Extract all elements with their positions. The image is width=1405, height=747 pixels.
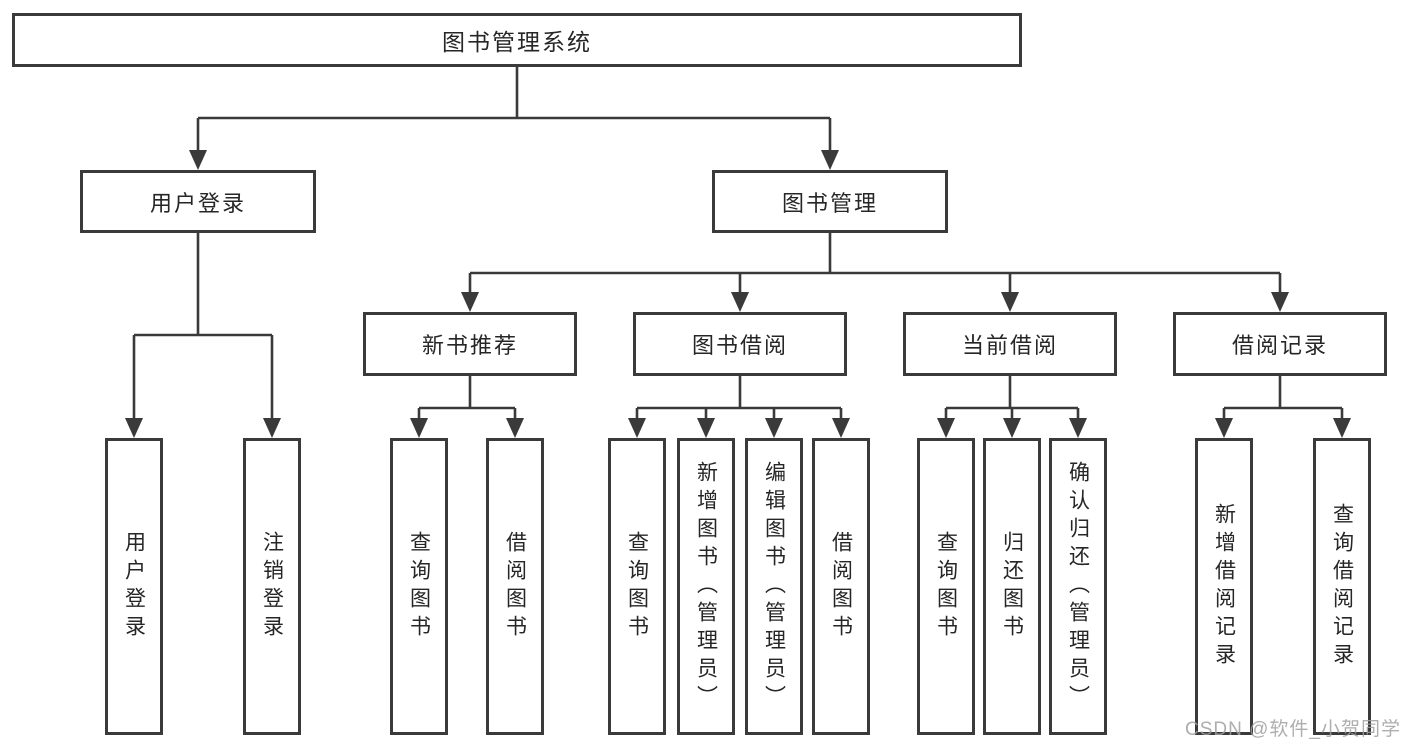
- connector-book-borrow-children: [628, 376, 850, 438]
- arrowhead-icon: [1333, 418, 1351, 438]
- leaf-edit-book-admin-label: 编辑图书（管理员）: [762, 460, 786, 713]
- connector-borrow-records-children: [1215, 376, 1351, 438]
- node-book-management: 图书管理: [712, 170, 948, 233]
- connector-new-book-recommend-children: [410, 376, 524, 438]
- arrowhead-icon: [1001, 292, 1019, 312]
- arrowhead-icon: [1215, 418, 1233, 438]
- leaf-logout: 注销登录: [243, 438, 301, 735]
- node-library-system-label: 图书管理系统: [442, 29, 592, 55]
- leaf-edit-book-admin: 编辑图书（管理员）: [745, 438, 803, 735]
- arrowhead-icon: [697, 418, 715, 438]
- arrowhead-icon: [832, 418, 850, 438]
- node-new-book-recommend: 新书推荐: [363, 312, 577, 376]
- leaf-return-book-label: 归还图书: [1000, 530, 1024, 643]
- connector-root-to-level2: [189, 67, 839, 170]
- arrowhead-icon: [189, 150, 207, 170]
- leaf-query-books-2: 查询图书: [608, 438, 666, 735]
- arrowhead-icon: [1003, 418, 1021, 438]
- watermark: CSDN @软件_小贺同学: [1185, 714, 1401, 741]
- arrowhead-icon: [765, 418, 783, 438]
- arrowhead-icon: [461, 292, 479, 312]
- connector-book-management-children: [461, 233, 1289, 312]
- leaf-query-borrow-record: 查询借阅记录: [1313, 438, 1371, 735]
- node-book-management-label: 图书管理: [781, 190, 878, 216]
- connector-user-login-children: [125, 233, 281, 438]
- arrowhead-icon: [731, 292, 749, 312]
- leaf-confirm-return-admin-label: 确认归还（管理员）: [1066, 460, 1090, 713]
- leaf-borrow-books-2-label: 借阅图书: [829, 530, 853, 643]
- leaf-user-login-label: 用户登录: [122, 530, 146, 643]
- node-new-book-recommend-label: 新书推荐: [421, 333, 518, 358]
- arrowhead-icon: [1069, 418, 1087, 438]
- leaf-confirm-return-admin: 确认归还（管理员）: [1049, 438, 1107, 735]
- leaf-add-borrow-record-label: 新增借阅记录: [1212, 502, 1236, 671]
- node-book-borrow-label: 图书借阅: [691, 333, 788, 358]
- arrowhead-icon: [1271, 292, 1289, 312]
- leaf-borrow-books-1: 借阅图书: [486, 438, 544, 735]
- node-user-login: 用户登录: [80, 170, 316, 233]
- node-library-system: 图书管理系统: [12, 13, 1022, 67]
- leaf-query-books-2-label: 查询图书: [625, 530, 649, 643]
- leaf-query-borrow-record-label: 查询借阅记录: [1330, 502, 1354, 671]
- leaf-user-login: 用户登录: [105, 438, 163, 735]
- arrowhead-icon: [937, 418, 955, 438]
- leaf-add-borrow-record: 新增借阅记录: [1195, 438, 1253, 735]
- connector-current-borrow-children: [937, 376, 1087, 438]
- arrowhead-icon: [821, 150, 839, 170]
- watermark-text: CSDN @软件_小贺同学: [1185, 719, 1401, 740]
- leaf-query-books-3: 查询图书: [917, 438, 975, 735]
- leaf-borrow-books-1-label: 借阅图书: [503, 530, 527, 643]
- arrowhead-icon: [410, 418, 428, 438]
- leaf-query-books-1-label: 查询图书: [407, 530, 431, 643]
- arrowhead-icon: [628, 418, 646, 438]
- leaf-borrow-books-2: 借阅图书: [812, 438, 870, 735]
- leaf-logout-label: 注销登录: [260, 530, 284, 643]
- node-current-borrow: 当前借阅: [903, 312, 1117, 376]
- leaf-query-books-1: 查询图书: [390, 438, 448, 735]
- leaf-query-books-3-label: 查询图书: [934, 530, 958, 643]
- leaf-add-book-admin-label: 新增图书（管理员）: [694, 460, 718, 713]
- node-current-borrow-label: 当前借阅: [961, 333, 1058, 358]
- node-book-borrow: 图书借阅: [633, 312, 847, 376]
- arrowhead-icon: [506, 418, 524, 438]
- leaf-add-book-admin: 新增图书（管理员）: [677, 438, 735, 735]
- node-user-login-label: 用户登录: [149, 190, 246, 216]
- arrowhead-icon: [125, 418, 143, 438]
- leaf-return-book: 归还图书: [983, 438, 1041, 735]
- arrowhead-icon: [263, 418, 281, 438]
- node-borrow-records: 借阅记录: [1173, 312, 1387, 376]
- node-borrow-records-label: 借阅记录: [1231, 333, 1328, 358]
